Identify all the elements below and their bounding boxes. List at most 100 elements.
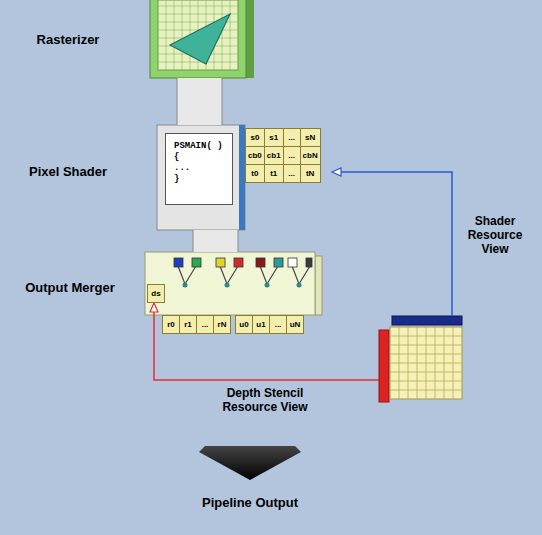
shader-code-screen: PSMAIN( ){...} [165, 133, 233, 205]
grid-line [158, 62, 238, 63]
color-sample [306, 258, 312, 267]
color-sample [234, 258, 243, 267]
rasterizer-stage: Rasterizer [150, 0, 246, 78]
stage-name: Rasterizer [8, 32, 128, 47]
color-sample [216, 258, 225, 267]
register-slot: cbN [300, 146, 321, 165]
rasterizer-block [150, 0, 246, 78]
grid-line [390, 363, 462, 364]
color-sample [174, 258, 183, 267]
shader-resource-view-arrow [340, 172, 452, 316]
resource-grid-lines [390, 327, 462, 399]
output-merger-side [315, 256, 322, 315]
pipeline-link [199, 78, 200, 125]
register-grid: s0s1...sNcb0cb1...cbNt0t1...tN [245, 128, 321, 183]
merge-line [220, 266, 238, 284]
pipeline-pillar [178, 78, 222, 125]
raster-grid [158, 0, 238, 70]
triangle [170, 14, 230, 64]
arrowhead [150, 303, 158, 312]
stage-name: Pixel Shader [8, 164, 128, 179]
merge-line [292, 266, 310, 284]
code-line: PSMAIN( ) [174, 141, 228, 152]
output-registers: r0r1...rNu0u1...uN [162, 315, 304, 334]
grid-line [166, 0, 167, 70]
register-slot: r1 [179, 315, 197, 334]
grid-line [390, 372, 462, 373]
merge-lines [178, 266, 310, 284]
pipeline-pillar [194, 230, 238, 252]
color-samples [174, 258, 312, 267]
code-line: ... [174, 163, 228, 174]
view-label: Shader Resource View [456, 214, 534, 256]
color-sample [274, 258, 283, 267]
output-merger-block [145, 252, 315, 315]
register-slot: cb1 [264, 146, 284, 165]
arrowhead [332, 168, 341, 176]
grid-line [390, 381, 462, 382]
output-arrow [199, 446, 301, 480]
pillar-outline [177, 78, 223, 125]
code-line: { [174, 152, 228, 163]
register-slot: r0 [162, 315, 180, 334]
pipeline-link [215, 230, 216, 252]
register-slot: ... [283, 128, 301, 147]
shader-registers: s0s1...sNcb0cb1...cbNt0t1...tN [245, 128, 321, 183]
depth-stencil-slot: ds [147, 284, 165, 303]
output-merger-stage: Output Mergerdsr0r1...rNu0u1...uN [145, 252, 315, 315]
register-slot: s0 [245, 128, 265, 147]
depth-stencil-view-bar [379, 330, 389, 402]
pixel-shader-block [157, 125, 245, 230]
merge-line [260, 266, 278, 284]
stage-name: Output Merger [8, 280, 132, 295]
grid-line [444, 327, 445, 399]
register-slot: uN [286, 315, 304, 334]
register-grid: r0r1...rNu0u1...uN [162, 315, 304, 334]
depth-stencil-view-arrow [154, 312, 379, 380]
register-grid: ds [147, 284, 165, 303]
register-slot: ... [283, 146, 301, 165]
grid-line [435, 327, 436, 399]
shader-resource-view-bar [392, 316, 462, 325]
register-slot: t0 [245, 164, 265, 183]
grid-line [158, 6, 238, 7]
rasterizer-side [246, 0, 254, 78]
grid-line [222, 0, 223, 70]
merge-dot [297, 283, 302, 288]
register-slot: tN [300, 164, 321, 183]
register-slot: sN [300, 128, 321, 147]
register-slot: u0 [235, 315, 253, 334]
pixel-shader-stage: Pixel ShaderPSMAIN( ){...} [157, 125, 245, 230]
grid-line [230, 0, 231, 70]
view-label: Depth Stencil Resource View [200, 386, 330, 414]
register-slot: s1 [264, 128, 284, 147]
register-slot: ds [147, 284, 165, 303]
grid-line [390, 390, 462, 391]
register-slot: rN [213, 315, 231, 334]
resource-texture [390, 327, 462, 399]
register-slot: ... [196, 315, 214, 334]
merge-dots [183, 283, 302, 288]
register-slot: ... [283, 164, 301, 183]
merge-dot [265, 283, 270, 288]
grid-line [182, 0, 183, 70]
output-label: Pipeline Output [180, 496, 320, 510]
merge-line [178, 266, 196, 284]
grid-line [158, 14, 238, 15]
grid-line [453, 327, 454, 399]
grid-line [174, 0, 175, 70]
register-slot: t1 [264, 164, 284, 183]
register-slot: u1 [252, 315, 270, 334]
merge-dot [225, 283, 230, 288]
merge-dot [183, 283, 188, 288]
code-line: } [174, 174, 228, 185]
color-sample [192, 258, 201, 267]
register-slot: cb0 [245, 146, 265, 165]
register-slot: ... [269, 315, 287, 334]
pillar-outline [193, 230, 239, 252]
color-sample [256, 258, 265, 267]
color-sample [288, 258, 297, 267]
